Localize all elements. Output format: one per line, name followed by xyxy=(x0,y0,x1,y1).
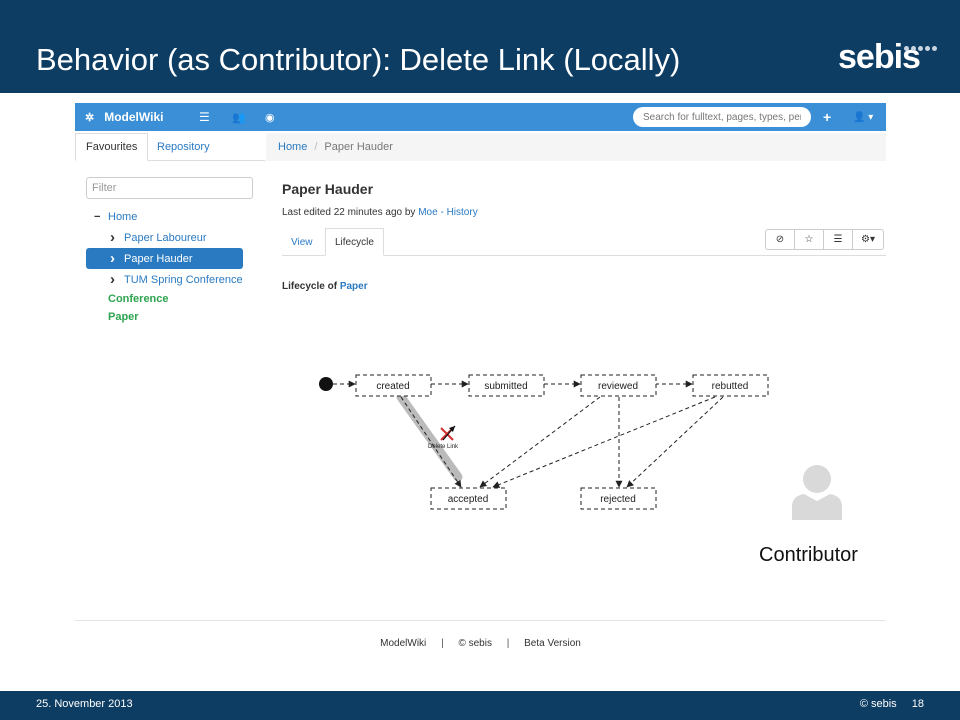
delete-link-cursor: Delete Link xyxy=(428,425,459,450)
initial-state-node xyxy=(319,377,333,391)
modelwiki-window: ✲ ModelWiki ☰ 👥 ◉ + 👤 ▾ Favourites Repos… xyxy=(75,103,886,663)
last-edited: Last edited 22 minutes ago by Moe - Hist… xyxy=(282,207,478,218)
state-boxes xyxy=(355,374,769,510)
brand-label: ModelWiki xyxy=(104,110,164,124)
breadcrumb-current: Paper Hauder xyxy=(324,141,393,153)
eye-icon[interactable]: ◉ xyxy=(265,111,275,124)
slide-footer: 25. November 2013 © sebis 18 xyxy=(0,691,960,720)
delete-link-tooltip: Delete Link xyxy=(428,444,459,450)
user-icon[interactable]: 👤 ▾ xyxy=(853,111,874,123)
contributor-avatar-icon xyxy=(792,465,842,520)
transition-edges xyxy=(333,380,724,488)
state-rejected-box[interactable] xyxy=(580,487,657,510)
tab-view[interactable]: View xyxy=(291,236,313,248)
contributor-label: Contributor xyxy=(759,544,858,566)
state-accepted-label: accepted xyxy=(448,494,489,505)
users-icon[interactable]: 👥 xyxy=(232,111,246,124)
state-submitted-box[interactable] xyxy=(468,374,545,397)
brand-link[interactable]: ✲ ModelWiki xyxy=(85,103,163,131)
sebis-logo: sebis xyxy=(838,38,921,76)
tab-repository[interactable]: Repository xyxy=(157,141,210,153)
state-reviewed-box[interactable] xyxy=(580,374,657,397)
tree-item-label: Home xyxy=(108,210,138,223)
state-submitted-label: submitted xyxy=(484,381,527,392)
page-number: 18 xyxy=(911,698,924,710)
state-rebutted-label: rebutted xyxy=(712,381,749,392)
tab-lifecycle[interactable]: Lifecycle xyxy=(325,228,384,256)
footer-app-name: ModelWiki xyxy=(380,638,427,649)
breadcrumb-separator: / xyxy=(314,141,318,153)
footer-right: © sebis 18 xyxy=(860,698,924,710)
footer-version: Beta Version xyxy=(524,638,581,649)
tab-favourites[interactable]: Favourites xyxy=(75,133,149,161)
state-created-label: created xyxy=(376,381,409,392)
filter-input[interactable] xyxy=(86,177,253,199)
content-tabs: View Lifecycle xyxy=(282,228,886,256)
state-created-box[interactable] xyxy=(355,374,432,397)
breadcrumb-home[interactable]: Home xyxy=(278,141,308,153)
footer-copyright: © sebis xyxy=(859,698,897,710)
plus-icon[interactable]: + xyxy=(823,109,832,125)
list-icon[interactable]: ☰ xyxy=(824,230,853,249)
footer-divider xyxy=(75,620,886,621)
cogs-icon: ✲ xyxy=(85,111,95,124)
type-conference[interactable]: Conference xyxy=(108,293,169,305)
tree-item-label: Paper Laboureur xyxy=(124,231,207,244)
lifecycle-prefix: Lifecycle of xyxy=(282,281,338,292)
lifecycle-diagram: created submitted reviewed rebutted acce… xyxy=(319,374,769,510)
state-reviewed-label: reviewed xyxy=(598,381,638,392)
breadcrumb: Home / Paper Hauder xyxy=(266,133,886,161)
edited-prefix: Last edited 22 minutes ago by xyxy=(282,207,416,218)
list-icon[interactable]: ☰ xyxy=(199,110,210,124)
state-accepted-box[interactable] xyxy=(430,487,507,510)
page-toolbar: ⊘ ☆ ☰ ⚙▾ xyxy=(765,229,884,250)
page-tree: − Home Paper Laboureur Paper Hauder TUM … xyxy=(86,206,243,326)
tree-item-tum-spring-conference[interactable]: TUM Spring Conference xyxy=(86,269,243,290)
collapse-toggle[interactable]: − xyxy=(94,210,101,223)
star-icon[interactable]: ☆ xyxy=(795,230,824,249)
footer-date: 25. November 2013 xyxy=(36,698,133,710)
tree-item-home[interactable]: − Home xyxy=(86,206,243,227)
page-title: Paper Hauder xyxy=(282,181,374,197)
tree-item-paper-hauder[interactable]: Paper Hauder xyxy=(86,248,243,269)
edge-rebutted-rejected[interactable] xyxy=(626,396,724,488)
lifecycle-heading: Lifecycle of Paper xyxy=(282,281,368,292)
unwatch-icon[interactable]: ⊘ xyxy=(766,230,795,249)
tree-item-label: Paper Hauder xyxy=(124,252,193,265)
history-link[interactable]: History xyxy=(446,207,478,218)
edge-rebutted-accepted[interactable] xyxy=(492,396,716,488)
gear-icon[interactable]: ⚙▾ xyxy=(861,234,875,245)
logo-dots xyxy=(904,44,937,54)
sidebar-tabs: Favourites Repository xyxy=(75,131,265,161)
slide-title: Behavior (as Contributor): Delete Link (… xyxy=(36,42,681,77)
search-input[interactable] xyxy=(633,107,811,127)
footer-separator: | xyxy=(506,638,510,649)
tree-item-label: TUM Spring Conference xyxy=(124,273,243,286)
lifecycle-type-link[interactable]: Paper xyxy=(339,281,368,292)
footer-separator: | xyxy=(441,638,444,649)
edge-reviewed-accepted[interactable] xyxy=(479,396,601,488)
tree-item-paper-laboureur[interactable]: Paper Laboureur xyxy=(86,227,243,248)
edited-user-link[interactable]: Moe xyxy=(418,207,438,218)
slide-header: Behavior (as Contributor): Delete Link (… xyxy=(0,0,960,93)
state-rejected-label: rejected xyxy=(600,494,636,505)
footer-copyright: © sebis xyxy=(458,638,492,649)
navbar: ✲ ModelWiki ☰ 👥 ◉ + 👤 ▾ xyxy=(75,103,886,131)
highlighted-link[interactable] xyxy=(396,392,463,482)
edited-dash: - xyxy=(440,207,444,218)
type-paper[interactable]: Paper xyxy=(108,311,139,323)
app-footer: ModelWiki | © sebis | Beta Version xyxy=(75,638,886,649)
state-rebutted-box[interactable] xyxy=(692,374,769,397)
